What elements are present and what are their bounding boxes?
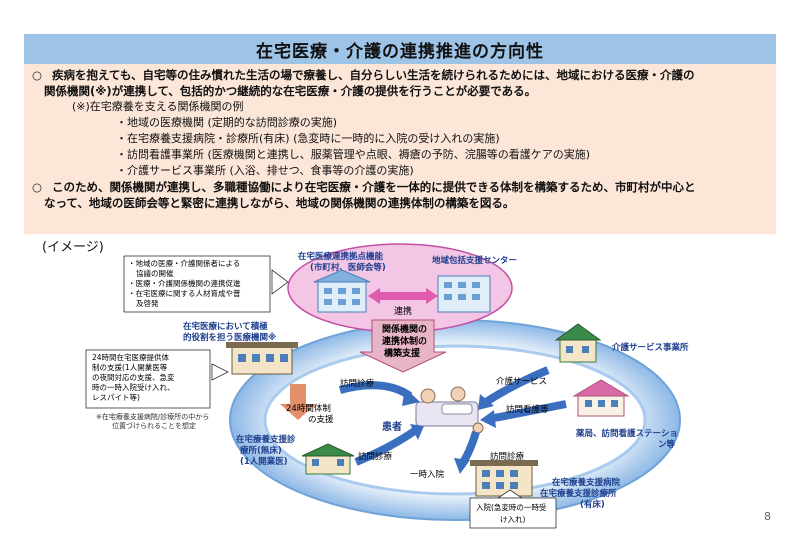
patient-label: 患者 <box>382 420 402 433</box>
left-note-arrow <box>271 269 289 295</box>
admission-box-line: け入れ) <box>500 515 525 524</box>
visit-arrow-head <box>402 388 420 406</box>
pharmacy-building-icon <box>572 379 630 417</box>
example-item: ・地域の医療機関 (定期的な訪問診療の実施) <box>116 115 338 129</box>
clinic-arrow-head <box>410 424 424 440</box>
admission-box-line: 入院(急変時の一時受 <box>476 502 547 512</box>
nursing-arrow-head <box>480 410 496 428</box>
care-arrow-head <box>478 394 494 410</box>
support-24h-arrow <box>280 384 316 420</box>
left-note-line: 及啓発 <box>136 298 159 308</box>
footnote: ※在宅療養支援病院/診療所の中から <box>96 412 209 421</box>
left-note-box <box>123 255 271 313</box>
left-note-line: ・医療・介護関係機関の連携促進 <box>128 278 241 288</box>
clinic-label: 在宅療養支援診 <box>236 434 296 445</box>
system-box-line: 構築支援 <box>384 347 421 359</box>
hospital-building-icon <box>470 460 538 497</box>
pharmacy-label: 薬局、訪問看護ステーショ <box>575 428 678 439</box>
footnote: 位置づけられることを想定 <box>112 421 196 430</box>
system-box-line: 連携体制の <box>382 335 427 347</box>
clinic-sublabel: (1人開業医) <box>240 456 288 467</box>
active-hospital-building-icon <box>226 342 298 375</box>
care-arrow <box>483 366 550 406</box>
support-box-line: 24時間在宅医療提供体 <box>92 352 170 362</box>
paragraph-1-line-2: 関係機関(※)が連携して、包括的かつ継続的な在宅医療・介護の提供を行うことが必要… <box>44 84 537 98</box>
clinic-arrow <box>354 426 419 466</box>
example-item: ・訪問看護事業所 (医療機関と連携し、服薬管理や点眼、褥瘡の予防、浣腸等の看護ケ… <box>116 147 591 161</box>
care-service-building-icon <box>554 323 602 363</box>
active-role-label: 的役割を担う医療機関※ <box>183 332 276 343</box>
home-visit-label: 訪問診療 <box>490 451 525 462</box>
support-box-line: 時の一時入院受け入れ、 <box>92 382 175 392</box>
summary-box: ○ 疾病を抱えても、自宅等の住み慣れた生活の場で療養し、自分らしい生活を続けられる… <box>24 64 776 234</box>
left-note-line: ・地域の医療・介護関係者による <box>128 258 240 268</box>
double-arrow-icon <box>368 288 438 304</box>
paragraph-2-line-2: なって、地域の医師会等と緊密に連携しながら、地域の関係機関の連携体制の構築を図る… <box>44 195 515 210</box>
hub-building-icon <box>313 269 371 313</box>
patient-care-illustration <box>415 386 484 434</box>
support-down-arrow <box>359 319 447 373</box>
home-visit-label: 訪問診療 <box>358 451 393 462</box>
pharmacy-sublabel: ン等 <box>658 439 676 450</box>
paragraph-1-text-1: 疾病を抱えても、自宅等の住み慣れた生活の場で療養し、自分らしい生活を続けられるた… <box>52 68 695 82</box>
clinic-building-icon <box>301 443 355 475</box>
nursing-arrow <box>493 400 567 422</box>
bullet-1: ○ <box>32 68 43 82</box>
page-title: 在宅医療・介護の連携推進の方向性 <box>256 41 544 62</box>
care-service-office-label: 介護サービス事業所 <box>611 342 689 353</box>
example-item: ・在宅療養支援病院・診療所(有床) (急変時に一時的に入院の受け入れの実施) <box>116 131 500 145</box>
active-role-label: 在宅医療において積極 <box>183 321 268 332</box>
support-center-building-icon <box>437 275 491 313</box>
taisei-24-sublabel: の支援 <box>308 414 334 425</box>
paragraph-2-line-1: ○ このため、関係機関が連携し、多職種協働により在宅医療・介護を一体的に提供できる… <box>32 179 768 195</box>
temporary-admission-label: 一時入院 <box>410 469 445 480</box>
support-box-line: 制の支援(1人開業医等 <box>92 362 168 372</box>
home-nursing-label: 訪問看護等 <box>506 404 549 415</box>
title-bar: 在宅医療・介護の連携推進の方向性 <box>24 34 776 64</box>
left-note-line: 協議の開催 <box>136 268 174 278</box>
admission-box <box>469 497 557 529</box>
hospital-label: 在宅療養支援診療所 <box>540 488 617 499</box>
paragraph-1-line-1: ○ 疾病を抱えても、自宅等の住み慣れた生活の場で療養し、自分らしい生活を続けられる… <box>32 67 768 83</box>
hub-label: 在宅医療連携拠点機能 <box>298 251 384 262</box>
paragraph-2-text-1: このため、関係機関が連携し、多職種協働により在宅医療・介護を一体的に提供できる体… <box>52 179 696 194</box>
hub-sublabel: (市町村、医師会等) <box>310 262 386 273</box>
example-item: ・介護サービス事業所 (入浴、排せつ、食事等の介護の実施) <box>116 163 414 177</box>
hospital-arrow-head <box>454 458 470 474</box>
support-center-label: 地域包括支援センター <box>432 255 517 266</box>
support-box-line: の夜間対応の支援、急変 <box>92 372 175 382</box>
hospital-sublabel: (有床) <box>580 499 605 510</box>
examples-note: (※)在宅療養を支える関係機関の例 <box>72 100 244 113</box>
bullet-2: ○ <box>32 179 43 194</box>
left-note-line: ・在宅医療に関する人材育成や普 <box>128 288 241 298</box>
support-box-arrow <box>211 363 229 381</box>
renkei-label: 連携 <box>394 305 412 317</box>
hospital-label: 在宅療養支援病院 <box>552 477 621 488</box>
clinic-sublabel: 療所(無床) <box>240 445 282 456</box>
system-box-line: 関係機関の <box>382 323 427 335</box>
care-service-label: 介護サービス <box>496 376 547 387</box>
support-box-line: レスパイト等) <box>92 392 140 402</box>
support-box <box>85 349 211 409</box>
image-label: (イメージ) <box>42 240 104 255</box>
taisei-24-label: 24時間体制 <box>286 403 331 414</box>
home-visit-label: 訪問診療 <box>340 378 375 389</box>
page-number: 8 <box>764 510 771 523</box>
